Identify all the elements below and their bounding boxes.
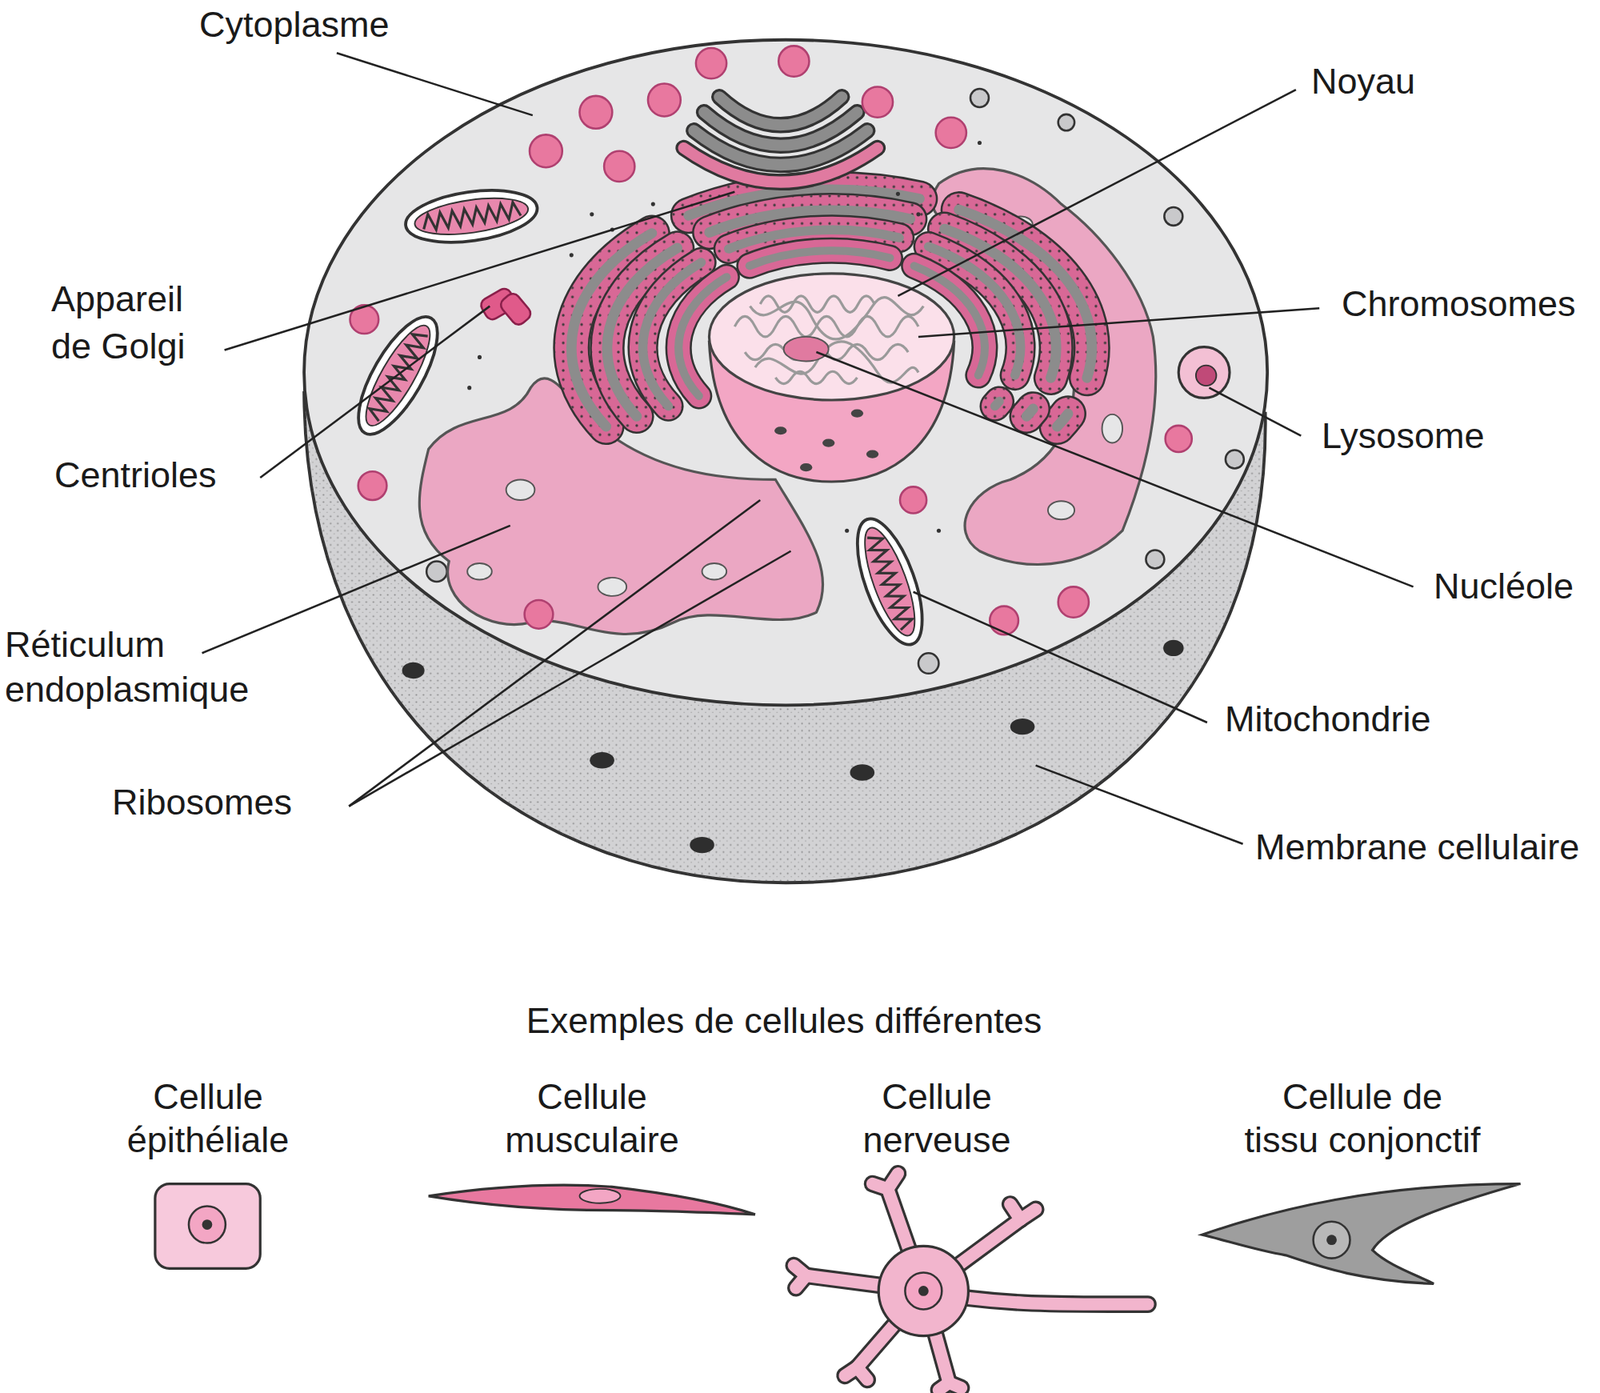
cell-type-label: Cellule de tissu conjonctif	[1242, 1075, 1482, 1162]
cell-type-label: Cellule épithéliale	[118, 1075, 299, 1162]
section-heading: Exemples de cellules différentes	[526, 999, 1043, 1043]
part-label: Appareil de Golgi	[51, 276, 196, 370]
part-label: Réticulum endoplasmique	[4, 622, 264, 713]
part-label: Lysosome	[1321, 414, 1484, 458]
part-label: Noyau	[1311, 60, 1416, 104]
part-label: Nucléole	[1433, 564, 1574, 608]
cell-type-label: Cellule nerveuse	[847, 1075, 1028, 1162]
part-label: Mitochondrie	[1224, 697, 1432, 741]
part-label: Ribosomes	[112, 780, 292, 824]
part-label: Chromosomes	[1341, 282, 1576, 326]
part-label: Membrane cellulaire	[1255, 825, 1580, 869]
part-label: Centrioles	[54, 453, 217, 497]
part-label: Cytoplasme	[199, 3, 390, 47]
cell-type-label: Cellule musculaire	[498, 1075, 686, 1162]
